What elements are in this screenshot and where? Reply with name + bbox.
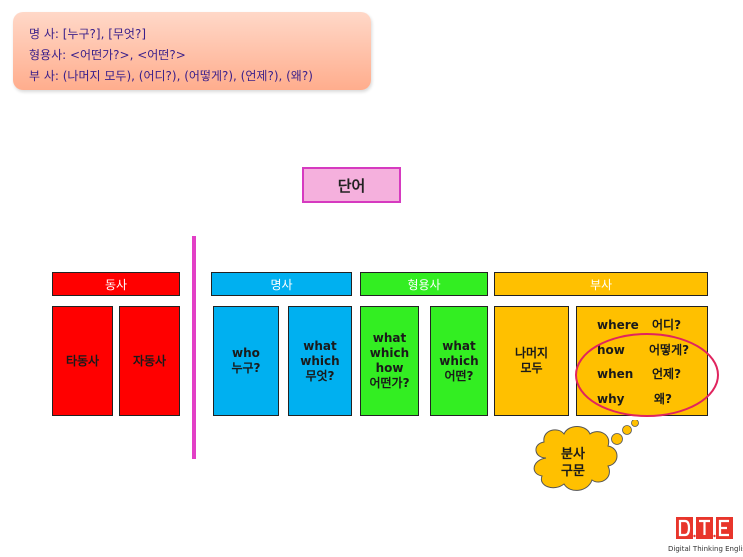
col-transitive-verb: 타동사 [52,306,113,416]
note-adverb-line: 부 사: (나머지 모두), (어디?), (어떻게?), (언제?), (왜?… [29,69,313,83]
adverb-row-en: where [597,318,639,332]
col-transitive-label: 타동사 [65,353,100,368]
adverb-row-ko: 어디? [652,318,682,332]
col-intransitive-label: 자동사 [132,353,167,368]
col-noun-who-label: who 누구? [231,346,261,375]
col-noun-who: who 누구? [213,306,279,416]
verb-divider [192,236,196,459]
col-adj-how: what which how 어떤가? [360,306,419,416]
col-noun-what-label: what which 무엇? [300,338,340,383]
header-noun: 명사 [211,272,352,296]
highlight-ellipse [575,333,719,417]
header-adjective: 형용사 [360,272,488,296]
col-adj-how-label: what which how 어떤가? [369,331,410,390]
callout-text: 분사 구문 [561,447,585,479]
col-noun-what: what which 무엇? [288,306,352,416]
dte-logo [675,516,735,540]
note-adjective-line: 형용사: <어떤가?>, <어떤?> [29,48,186,62]
logo-caption: Digital Thinking English [668,545,743,553]
col-adverb-rest-label: 나머지 모두 [514,346,549,375]
title-word-box: 단어 [302,167,401,203]
participle-callout: 분사 구문 [528,419,640,502]
header-verb: 동사 [52,272,180,296]
thought-cloud-icon [533,419,639,491]
col-adj-which: what which 어떤? [430,306,488,416]
header-adverb: 부사 [494,272,708,296]
col-adverb-rest: 나머지 모두 [494,306,569,416]
note-noun-line: 명 사: [누구?], [무엇?] [29,27,147,41]
col-adj-which-label: what which 어떤? [439,338,479,383]
legend-note: 명 사: [누구?], [무엇?] 형용사: <어떤가?>, <어떤?> 부 사… [13,12,371,90]
dte-logo-icon [676,517,733,539]
col-intransitive-verb: 자동사 [119,306,180,416]
